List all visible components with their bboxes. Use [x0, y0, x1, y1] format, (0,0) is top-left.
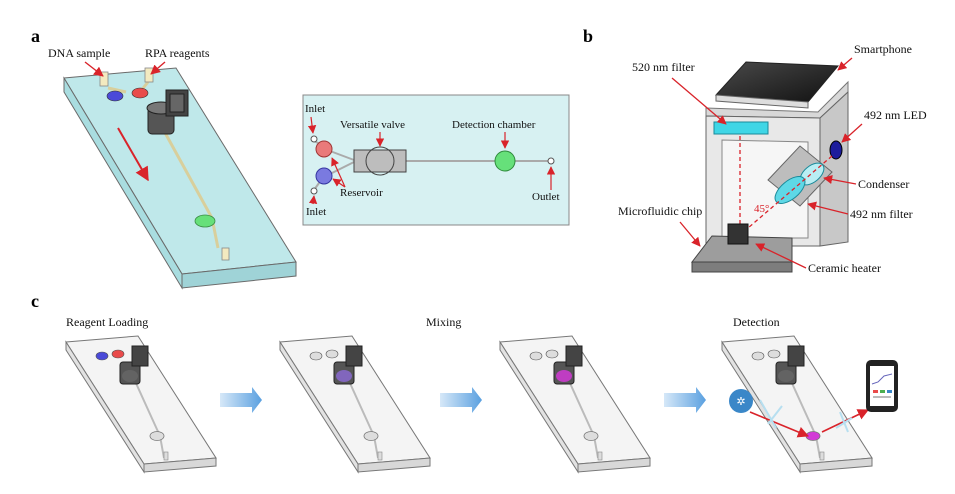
schematic-valve	[353, 149, 407, 173]
step-label-mixing: Mixing	[426, 315, 461, 329]
label-angle: 45°	[754, 203, 769, 215]
step-reservoir-1	[95, 351, 109, 361]
label-dna-sample: DNA sample	[48, 46, 110, 60]
step-label-detection: Detection	[733, 315, 780, 329]
label-condenser: Condenser	[858, 177, 909, 191]
label-492-filter: 492 nm filter	[850, 207, 913, 221]
process-arrow-2	[440, 387, 482, 413]
blue-reservoir	[106, 90, 124, 102]
label-inlet-bottom: Inlet	[306, 206, 326, 218]
label-outlet: Outlet	[532, 191, 560, 203]
green-detection-chamber	[194, 214, 216, 228]
label-reservoir: Reservoir	[340, 187, 383, 199]
step-detection-chamber	[583, 431, 599, 441]
step-detection-chamber	[149, 431, 165, 441]
detection-device	[690, 61, 849, 273]
label-ceramic-heater: Ceramic heater	[808, 261, 881, 275]
step-reservoir-2	[325, 349, 339, 359]
smartphone-result-icon	[866, 360, 898, 412]
step-reservoir-1	[529, 351, 543, 361]
schematic-red-reservoir	[315, 140, 333, 158]
process-arrow-1	[220, 387, 262, 413]
label-smartphone: Smartphone	[854, 42, 912, 56]
process-arrow-3	[664, 387, 706, 413]
excitation-light-icon	[729, 389, 753, 413]
step-label-reagent-loading: Reagent Loading	[66, 315, 148, 329]
step-detection-chamber	[363, 431, 379, 441]
step-reservoir-2	[111, 349, 125, 359]
label-inlet-top: Inlet	[305, 103, 325, 115]
label-492-led: 492 nm LED	[864, 108, 927, 122]
label-versatile-valve: Versatile valve	[340, 119, 405, 131]
step-reservoir-1	[751, 351, 765, 361]
process-steps	[65, 335, 873, 474]
valve-motor	[146, 89, 189, 135]
led-492	[829, 140, 843, 160]
red-reservoir	[131, 87, 149, 99]
step-detection-chamber	[805, 431, 821, 441]
chip-step-mixing-2	[499, 335, 651, 474]
label-microfluidic-chip: Microfluidic chip	[618, 204, 702, 218]
filter-492	[774, 176, 806, 204]
step-reservoir-2	[545, 349, 559, 359]
step-reservoir-1	[309, 351, 323, 361]
label-520-filter: 520 nm filter	[632, 60, 695, 74]
chip-step-mixing-1	[279, 335, 431, 474]
schematic-detection-chamber	[494, 150, 516, 172]
step-reservoir-2	[767, 349, 781, 359]
panel-label-a: a	[31, 26, 40, 46]
panel-label-c: c	[31, 291, 39, 311]
chip-step-loading	[65, 335, 217, 474]
label-detection-chamber: Detection chamber	[452, 119, 536, 131]
panel-label-b: b	[583, 26, 593, 46]
chip-3d	[63, 67, 297, 290]
filter-520	[713, 121, 769, 135]
label-rpa-reagents: RPA reagents	[145, 46, 210, 60]
chip-schematic	[302, 94, 570, 226]
svg-text:✲: ✲	[736, 395, 745, 408]
schematic-blue-reservoir	[315, 167, 333, 185]
chip-step-detection	[721, 335, 873, 474]
